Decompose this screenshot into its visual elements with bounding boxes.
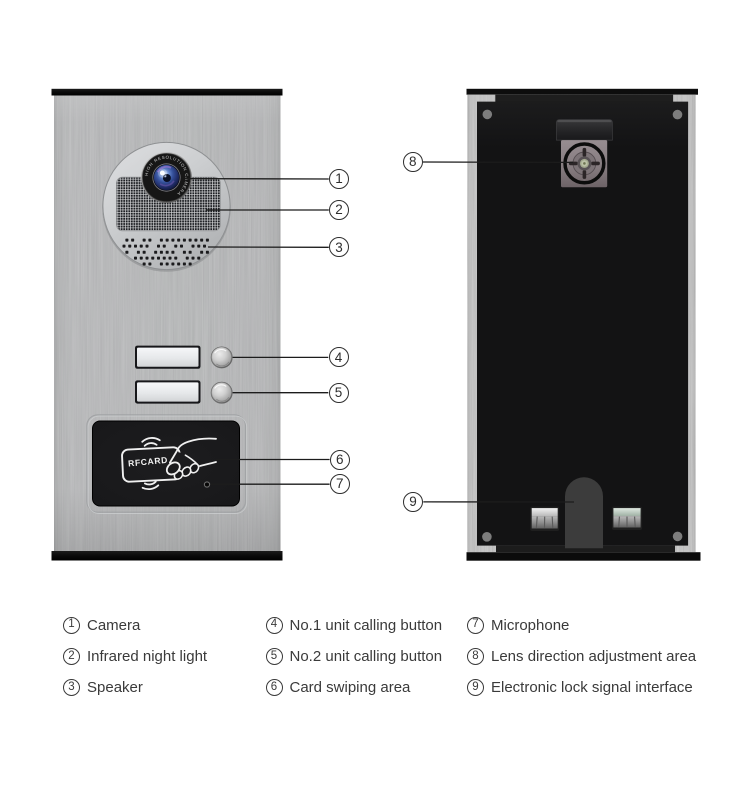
legend-label-2: Infrared night light <box>87 648 208 666</box>
legend-number-8: 8 <box>467 648 484 666</box>
callout-number-3: 3 <box>335 239 343 255</box>
callout-badge-1: 1 <box>329 169 349 189</box>
callout-number-4: 4 <box>334 349 343 365</box>
nameplate-2 <box>135 380 201 404</box>
legend-label-4: No.1 unit calling button <box>289 616 443 634</box>
legend-label-8: Lens direction adjustment area <box>491 648 697 666</box>
legend-label-3: Speaker <box>87 679 143 697</box>
card-swiping-area <box>86 414 248 514</box>
callout-badge-7: 7 <box>329 474 350 495</box>
legend-number-7: 7 <box>467 616 484 634</box>
camera-lens: HIGH RESOLUTION CAMERA <box>141 152 192 203</box>
legend-number-5: 5 <box>265 648 283 666</box>
nameplate-1 <box>135 345 201 369</box>
rfcard-hand-icon <box>121 437 217 491</box>
callout-badge-9: 9 <box>403 491 423 512</box>
callout-badge-4: 4 <box>328 347 349 368</box>
legend-item-no1-unit-calling-button: 4 No.1 unit calling button <box>265 610 443 641</box>
legend-label-1: Camera <box>87 616 141 634</box>
legend-number-3: 3 <box>63 679 80 697</box>
microphone-hole <box>203 481 211 488</box>
rear-top-cap <box>466 88 698 95</box>
callout-badge-6: 6 <box>329 449 350 470</box>
lock-signal-interface-area <box>565 477 603 549</box>
legend-column-3: 7 Microphone 8 Lens direction adjustment… <box>467 610 696 704</box>
legend-number-1: 1 <box>63 616 80 634</box>
screw-holes <box>482 109 683 542</box>
legend-number-9: 9 <box>467 679 484 697</box>
callout-number-1: 1 <box>335 171 343 187</box>
callout-badge-8: 8 <box>402 152 423 172</box>
legend-item-lens-direction-adjustment-area: 8 Lens direction adjustment area <box>467 641 696 672</box>
terminal-block-right <box>611 506 643 530</box>
legend-column-2: 4 No.1 unit calling button 5 No.2 unit c… <box>265 610 443 704</box>
front-bottom-cap <box>51 551 283 561</box>
speaker-grille <box>122 238 209 266</box>
terminal-block-left <box>530 506 560 531</box>
lens-adjustment-module <box>556 119 613 188</box>
legend-label-7: Microphone <box>491 616 570 634</box>
callout-badge-2: 2 <box>329 200 349 220</box>
callout-number-5: 5 <box>334 384 343 400</box>
legend-column-1: 1 Camera 2 Infrared night light 3 Speake… <box>63 610 207 704</box>
infrared-led-area <box>116 177 221 231</box>
call-button-2 <box>210 381 233 404</box>
callout-number-6: 6 <box>336 451 344 467</box>
callout-badge-3: 3 <box>329 237 349 258</box>
legend-label-9: Electronic lock signal interface <box>491 679 693 697</box>
legend-item-card-swiping-area: 6 Card swiping area <box>265 672 443 703</box>
legend-item-no2-unit-calling-button: 5 No.2 unit calling button <box>265 641 443 672</box>
call-button-1 <box>210 346 233 369</box>
callout-number-9: 9 <box>409 494 417 510</box>
callout-lines <box>185 161 575 503</box>
callout-number-7: 7 <box>336 476 344 492</box>
callout-number-8: 8 <box>409 154 417 170</box>
rear-panel-view <box>466 88 701 561</box>
legend-item-speaker: 3 Speaker <box>63 672 207 703</box>
legend-number-6: 6 <box>265 679 283 697</box>
rear-bottom-cap <box>466 552 701 561</box>
legend-item-infrared-night-light: 2 Infrared night light <box>63 641 207 672</box>
legend-label-6: Card swiping area <box>289 679 411 697</box>
legend-item-microphone: 7 Microphone <box>467 610 696 641</box>
front-top-cap <box>51 88 283 96</box>
legend-number-4: 4 <box>265 616 283 634</box>
legend-number-2: 2 <box>63 648 80 666</box>
callout-number-2: 2 <box>335 202 343 218</box>
legend-label-5: No.2 unit calling button <box>289 648 443 666</box>
legend-item-electronic-lock-signal-interface: 9 Electronic lock signal interface <box>467 672 696 703</box>
legend-item-camera: 1 Camera <box>63 610 207 641</box>
callout-badge-5: 5 <box>328 382 349 403</box>
front-panel-view: HIGH RESOLUTION CAMERA <box>51 88 283 561</box>
